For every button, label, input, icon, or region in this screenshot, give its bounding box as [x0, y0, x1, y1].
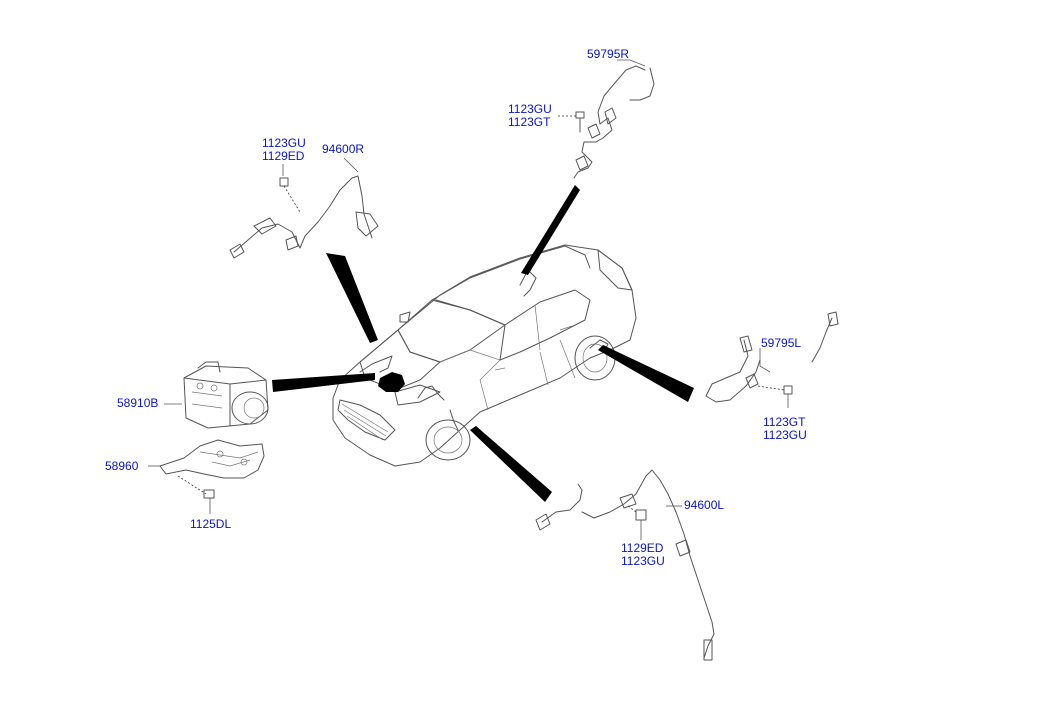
bracket-58960 [148, 439, 265, 514]
label-94600R-text: 94600R [322, 142, 365, 156]
label-bolt-1123GU-rr: 1123GU [262, 136, 306, 150]
pointer-top-sensor [521, 185, 580, 275]
label-bolt-1123GT-top: 1123GT [508, 115, 551, 129]
label-bolt-1129ED-rr: 1129ED [262, 149, 305, 163]
pointer-rear-right [326, 253, 378, 343]
abs-module-location [378, 372, 405, 392]
wheel-speed-sensor-94600L [535, 469, 715, 661]
label-59795R-text: 59795R [587, 47, 630, 61]
label-bolt-1123GU-fl: 1123GU [763, 428, 807, 442]
label-bolt-1123GU-rl: 1123GU [621, 554, 665, 568]
label-1125DL-text: 1125DL [190, 517, 232, 531]
abs-hydraulic-module-58910B [164, 361, 269, 429]
label-bolt-1129ED-rl: 1129ED [621, 541, 664, 555]
label-bolt-1123GU-top: 1123GU [508, 102, 552, 116]
label-94600R: 94600R [322, 143, 364, 156]
label-58910B: 58910B [117, 397, 158, 410]
wheel-speed-sensor-94600R [229, 157, 379, 259]
label-58960-text: 58960 [105, 459, 139, 473]
label-59795L: 59795L [761, 337, 801, 350]
label-1125DL: 1125DL [190, 518, 231, 531]
label-58960: 58960 [105, 460, 138, 473]
label-bolts-rear-left: 1129ED 1123GU [621, 542, 665, 568]
label-bolts-top: 1123GU 1123GT [508, 103, 552, 129]
label-59795L-text: 59795L [761, 336, 802, 350]
label-bolt-1123GT-fl: 1123GT [763, 415, 806, 429]
label-59795R: 59795R [587, 48, 629, 61]
pointer-abs-module [272, 373, 375, 392]
wheel-speed-sensor-59795R [558, 59, 655, 179]
car-illustration [332, 244, 637, 467]
pointer-front-left [598, 345, 694, 402]
label-bolts-front-left: 1123GT 1123GU [763, 416, 807, 442]
label-94600L-text: 94600L [684, 498, 725, 512]
label-94600L: 94600L [684, 499, 724, 512]
pointer-rear-left [470, 426, 552, 502]
wheel-speed-sensor-59795L [705, 311, 839, 408]
callout-pointers [272, 185, 694, 502]
label-bolts-rear-right: 1123GU 1129ED [262, 137, 306, 163]
label-58910B-text: 58910B [117, 396, 159, 410]
